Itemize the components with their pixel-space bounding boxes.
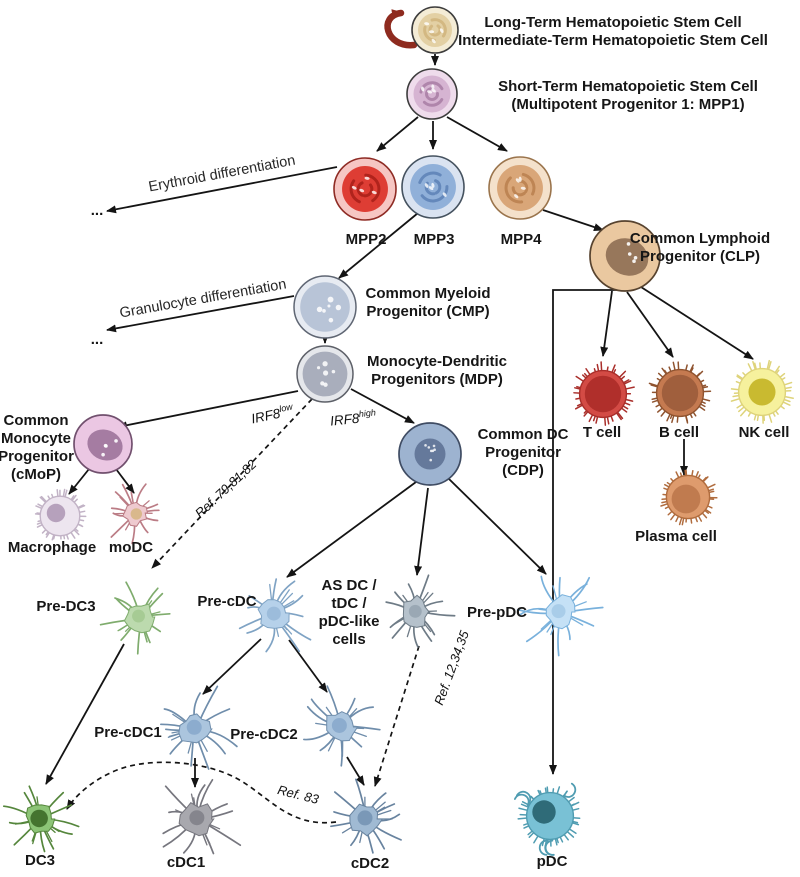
- label-pdc: pDC: [536, 853, 568, 870]
- edge-clp-tcell: [600, 290, 613, 357]
- label-plasma-cell: Plasma cell: [635, 528, 717, 545]
- edge-granulocyte-differentiation: [106, 295, 295, 333]
- label-mpp3: MPP3: [413, 231, 455, 248]
- t-cell-icon: [573, 361, 635, 426]
- pre-cdc1-cell-icon: [160, 685, 238, 770]
- label-ellipsis-granulocyte: ...: [90, 331, 104, 348]
- edge-cdp-precdc: [286, 481, 417, 578]
- label-cdc1: cDC1: [166, 854, 206, 871]
- pre-pdc-cell-icon: [516, 575, 604, 657]
- cells: [2, 6, 794, 856]
- edge-cmop-modc: [115, 468, 135, 494]
- pdc-cell-icon: [513, 782, 581, 856]
- edge-precdc-precdc2: [288, 639, 328, 693]
- edge-precdc-precdc1: [202, 638, 262, 695]
- mpp4-cell-icon: [488, 156, 552, 220]
- label-cmp: Common Myeloid Progenitor (CMP): [365, 285, 491, 320]
- mpp2-cell-icon: [333, 157, 397, 221]
- edge-mpp1-mpp4: [446, 116, 508, 152]
- edge-clp-pdc: [549, 289, 621, 775]
- label-st-hsc: Short-Term Hematopoietic Stem Cell (Mult…: [498, 78, 758, 113]
- modc-cell-icon: [110, 483, 160, 545]
- macrophage-cell-icon: [34, 488, 87, 541]
- label-clp: Common Lymphoid Progenitor (CLP): [629, 230, 771, 265]
- cdc2-cell-icon: [330, 778, 402, 854]
- dc3-cell-icon: [2, 785, 80, 853]
- label-mpp4: MPP4: [500, 231, 542, 248]
- st-hsc-mpp1-cell-icon: [406, 68, 458, 120]
- cmop-cell-icon: [73, 414, 133, 474]
- edge-mpp3-cmp: [338, 212, 419, 279]
- edge-predc3-dc3: [45, 643, 125, 785]
- edge-mdp-cdp: [350, 388, 415, 424]
- mpp3-cell-icon: [401, 155, 465, 219]
- edge-mdp-cmop: [117, 390, 299, 430]
- edge-cdp-prepdc: [448, 478, 547, 575]
- label-cmop: Common Monocyte Progenitor (cMoP): [0, 412, 74, 483]
- self-renewal-arrow-icon: [384, 9, 418, 49]
- label-pre-cdc2: Pre-cDC2: [230, 726, 298, 743]
- label-lt-hsc: Long-Term Hematopoietic Stem Cell Interm…: [458, 14, 768, 49]
- as-dc-cell-icon: [385, 574, 456, 648]
- label-cdp: Common DC Progenitor (CDP): [477, 426, 569, 479]
- label-pre-cdc1: Pre-cDC1: [94, 724, 162, 741]
- label-nk-cell: NK cell: [738, 424, 790, 441]
- edge-cdp-asdc: [414, 487, 429, 576]
- label-irf8-high: IRF8high: [329, 407, 377, 429]
- label-b-cell: B cell: [658, 424, 700, 441]
- edge-mpp1-mpp2: [376, 116, 419, 152]
- label-dc3: DC3: [24, 852, 56, 869]
- cdp-cell-icon: [398, 422, 462, 486]
- edge-mdp-predc3-ref: [151, 398, 313, 569]
- plasma-cell-icon: [660, 469, 718, 526]
- edge-clp-bcell: [626, 291, 674, 358]
- cmp-cell-icon: [293, 275, 357, 339]
- edge-cmop-macrophage: [68, 468, 90, 495]
- edge-clp-nkcell: [640, 286, 754, 360]
- label-asdc: AS DC / tDC / pDC-like cells: [318, 577, 380, 648]
- edge-erythroid-differentiation: [106, 166, 338, 214]
- label-cdc2: cDC2: [350, 855, 390, 872]
- pre-cdc-cell-icon: [238, 578, 312, 653]
- pre-dc3-cell-icon: [99, 581, 171, 655]
- edge-asdc-cdc2-ref: [373, 645, 420, 787]
- mdp-cell-icon: [296, 345, 354, 403]
- label-mdp: Monocyte-Dendritic Progenitors (MDP): [366, 353, 508, 388]
- cdc1-cell-icon: [162, 778, 242, 855]
- label-mpp2: MPP2: [345, 231, 387, 248]
- nk-cell-icon: [730, 359, 794, 424]
- label-macrophage: Macrophage: [7, 539, 97, 556]
- clp-cell-icon: [589, 220, 661, 292]
- pre-cdc2-cell-icon: [303, 685, 381, 767]
- label-ellipsis-erythroid: ...: [90, 202, 104, 219]
- label-pre-dc3: Pre-DC3: [36, 598, 96, 615]
- edges: [45, 9, 754, 824]
- lt-hsc-cell-icon: [411, 6, 459, 54]
- label-t-cell: T cell: [582, 424, 622, 441]
- edge-precdc2-cdc2: [346, 756, 365, 786]
- label-pre-cdc: Pre-cDC: [197, 593, 257, 610]
- label-pre-pdc: Pre-pDC: [466, 604, 528, 621]
- edge-cdc2-dc3-ref: [66, 761, 337, 824]
- label-modc: moDC: [108, 539, 154, 556]
- edge-mpp4-clp: [542, 209, 604, 231]
- b-cell-icon: [648, 361, 712, 424]
